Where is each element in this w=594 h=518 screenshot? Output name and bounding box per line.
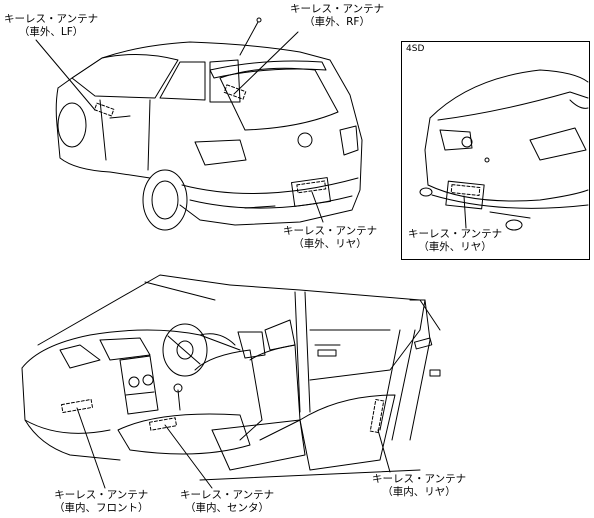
callout-interior-center: キーレス・アンテナ （車内、センタ） xyxy=(180,489,274,515)
callout-exterior-rf-line2: （車外、RF） xyxy=(304,16,370,28)
callout-exterior-rf-line1: キーレス・アンテナ xyxy=(290,3,385,15)
callout-exterior-rear-hatchback-line1: キーレス・アンテナ xyxy=(283,225,378,237)
callout-interior-rear: キーレス・アンテナ （車内、リヤ） xyxy=(372,473,466,499)
sedan-inset-frame xyxy=(401,41,590,260)
callout-exterior-rear-sedan-line2: （車外、リヤ） xyxy=(418,241,492,253)
interior-cutaway-drawing xyxy=(21,274,441,481)
callout-interior-front: キーレス・アンテナ （車内、フロント） xyxy=(54,489,149,515)
inset-title: 4SD xyxy=(406,44,425,54)
callout-exterior-lf-line2: （車外、LF） xyxy=(18,26,84,38)
sedan-rear-drawing xyxy=(419,69,589,231)
callout-exterior-rear-sedan: キーレス・アンテナ （車外、リヤ） xyxy=(408,228,502,254)
callout-exterior-lf-line1: キーレス・アンテナ xyxy=(4,13,99,25)
callout-exterior-lf: キーレス・アンテナ （車外、LF） xyxy=(4,13,98,39)
callout-interior-front-line1: キーレス・アンテナ xyxy=(54,489,149,501)
callout-interior-center-line1: キーレス・アンテナ xyxy=(180,489,275,501)
callout-exterior-rear-hatchback: キーレス・アンテナ （車外、リヤ） xyxy=(283,225,377,251)
callout-interior-front-line2: （車内、フロント） xyxy=(54,502,149,514)
callout-exterior-rear-hatchback-line2: （車外、リヤ） xyxy=(293,238,367,250)
hatchback-exterior-drawing xyxy=(55,17,363,231)
callout-interior-rear-line1: キーレス・アンテナ xyxy=(372,473,467,485)
callout-interior-rear-line2: （車内、リヤ） xyxy=(382,486,456,498)
callout-exterior-rear-sedan-line1: キーレス・アンテナ xyxy=(408,228,503,240)
callout-interior-center-line2: （車内、センタ） xyxy=(185,502,270,514)
callout-exterior-rf: キーレス・アンテナ （車外、RF） xyxy=(290,3,384,29)
